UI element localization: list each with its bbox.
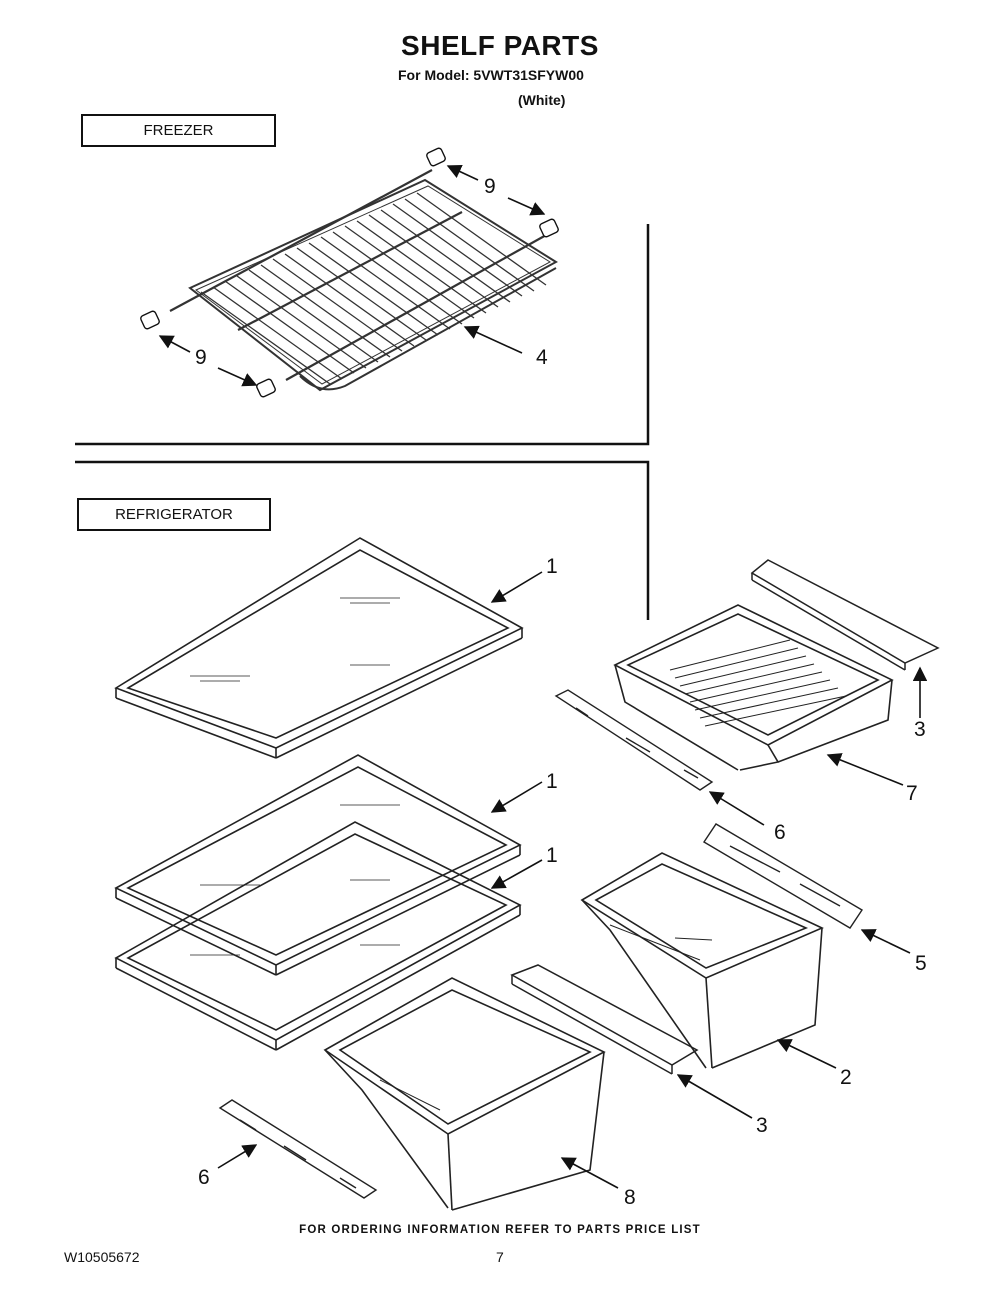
page-title: SHELF PARTS <box>401 30 599 61</box>
leader-arrows <box>158 164 928 1189</box>
callout-3-upper: 3 <box>914 718 926 741</box>
refrigerator-section-label: REFRIGERATOR <box>77 498 271 531</box>
callout-9-top: 9 <box>484 175 496 198</box>
ordering-info-note: FOR ORDERING INFORMATION REFER TO PARTS … <box>299 1224 701 1236</box>
callout-1-top: 1 <box>546 555 558 578</box>
callout-labels: 9 4 9 1 1 1 3 7 6 5 2 3 8 6 <box>195 175 927 1209</box>
callout-1-middle: 1 <box>546 770 558 793</box>
callout-6-lower: 6 <box>198 1166 210 1189</box>
meat-pan <box>613 604 894 771</box>
refrigerator-frame <box>75 460 650 620</box>
wire-shelf <box>169 169 558 392</box>
pan-cover-upper <box>750 559 940 671</box>
callout-6-upper: 6 <box>774 821 786 844</box>
pan-cover-lower <box>510 964 699 1075</box>
model-color: (White) <box>518 92 566 108</box>
glass-shelf-top <box>114 537 524 759</box>
pan-slide-upper <box>554 689 714 791</box>
callout-1-bottom: 1 <box>546 844 558 867</box>
shelf-bushing <box>140 147 559 398</box>
callout-7: 7 <box>906 782 918 805</box>
glass-shelf-bottom <box>114 821 522 1051</box>
model-number: For Model: 5VWT31SFYW00 <box>398 67 584 83</box>
callout-3-lower: 3 <box>756 1114 768 1137</box>
crisper-drawer-right <box>580 852 824 1069</box>
freezer-section-label: FREEZER <box>81 114 276 147</box>
freezer-frame <box>75 224 650 446</box>
page-number: 7 <box>496 1249 504 1265</box>
pan-slide-right <box>703 823 863 929</box>
callout-2: 2 <box>840 1066 852 1089</box>
callout-5: 5 <box>915 952 927 975</box>
pan-slide-lower <box>218 1099 378 1199</box>
glass-shelf-middle <box>114 754 522 976</box>
callout-4: 4 <box>536 346 548 369</box>
crisper-drawer-left <box>323 977 606 1211</box>
callout-8: 8 <box>624 1186 636 1209</box>
callout-9-left: 9 <box>195 346 207 369</box>
document-number: W10505672 <box>64 1249 140 1265</box>
